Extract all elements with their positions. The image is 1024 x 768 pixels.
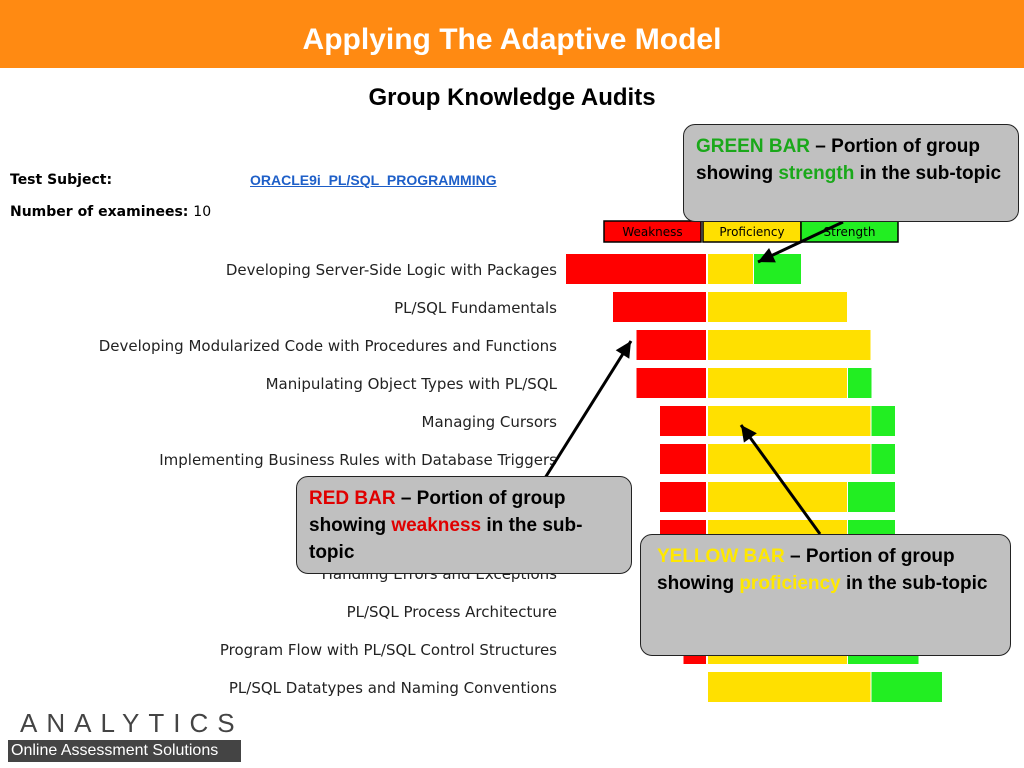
red-arrow <box>543 340 633 479</box>
examinees-value: 10 <box>193 204 212 220</box>
strength-bar <box>871 444 895 474</box>
examinees-row: Number of examinees: 10 <box>10 204 211 220</box>
topic-label: PL/SQL Process Architecture <box>347 603 557 621</box>
strength-bar <box>848 368 872 398</box>
proficiency-bar <box>708 368 847 398</box>
legend-label-strength: Strength <box>824 225 876 239</box>
weakness-bar <box>636 368 706 398</box>
proficiency-bar <box>708 330 871 360</box>
green-callout-tail: in the sub-topic <box>854 163 1002 184</box>
topic-label: Manipulating Object Types with PL/SQL <box>266 375 558 393</box>
topic-label: PL/SQL Fundamentals <box>394 299 557 317</box>
strength-bar <box>871 672 942 702</box>
red-callout-key: weakness <box>391 515 482 536</box>
green-callout-key: strength <box>778 163 855 184</box>
slide-subtitle: Group Knowledge Audits <box>368 84 656 111</box>
examinees-label: Number of examinees: <box>10 204 189 220</box>
red-callout-dash: – Portion of group showing <box>309 488 566 536</box>
analytics-logo-text: ANALYTICS <box>20 708 244 738</box>
weakness-bar <box>566 254 706 284</box>
red-callout-head: RED BAR <box>309 488 396 509</box>
green-arrow <box>757 220 844 264</box>
header-bar <box>0 0 1024 68</box>
yellow-callout-key: proficiency <box>739 573 841 594</box>
chart-legend: Weakness Proficiency Strength <box>603 220 899 243</box>
legend-label-weakness: Weakness <box>622 225 682 239</box>
red-callout-tail: in the sub-topic <box>309 515 583 563</box>
proficiency-bar <box>708 482 847 512</box>
yellow-arrow <box>739 424 822 535</box>
proficiency-bar <box>708 406 871 436</box>
weakness-bar <box>660 406 706 436</box>
red-bar-callout: RED BAR – Portion of group showing weakn… <box>296 476 632 574</box>
proficiency-bar <box>708 444 871 474</box>
yellow-callout-head: YELLOW BAR <box>657 546 785 567</box>
weakness-bar <box>636 330 706 360</box>
callout-arrows <box>543 220 844 535</box>
weakness-bar <box>660 444 706 474</box>
yellow-callout-tail: in the sub-topic <box>840 573 988 594</box>
topic-label: Program Flow with PL/SQL Control Structu… <box>220 641 557 659</box>
green-callout-dash: – Portion of group showing <box>696 136 980 184</box>
proficiency-bar <box>708 292 847 322</box>
strength-bar <box>871 406 895 436</box>
legend-label-proficiency: Proficiency <box>719 225 784 239</box>
test-subject-label: Test Subject: <box>10 172 113 188</box>
topic-label: Developing Modularized Code with Procedu… <box>99 337 557 355</box>
topic-label: Developing Server-Side Logic with Packag… <box>226 261 557 279</box>
proficiency-bar <box>708 672 871 702</box>
weakness-bar <box>660 482 706 512</box>
strength-bar <box>848 482 895 512</box>
green-bar-callout: GREEN BAR – Portion of group showing str… <box>683 124 1019 222</box>
green-callout-head: GREEN BAR <box>696 136 811 157</box>
legend-swatch-weakness <box>603 220 702 243</box>
yellow-bar-callout: YELLOW BAR – Portion of group showing pr… <box>640 534 1011 656</box>
topic-label: Managing Cursors <box>422 413 558 431</box>
yellow-callout-dash: – Portion of group showing <box>657 546 955 594</box>
slide-title: Applying The Adaptive Model <box>302 23 722 56</box>
weakness-bar <box>613 292 706 322</box>
topic-label: PL/SQL Datatypes and Naming Conventions <box>229 679 557 697</box>
proficiency-bar <box>708 254 753 284</box>
test-subject-link[interactable]: ORACLE9i_PL/SQL_PROGRAMMING <box>250 172 497 188</box>
topic-label: Implementing Business Rules with Databas… <box>159 451 557 469</box>
brand-tagline: Online Assessment Solutions <box>8 740 241 762</box>
